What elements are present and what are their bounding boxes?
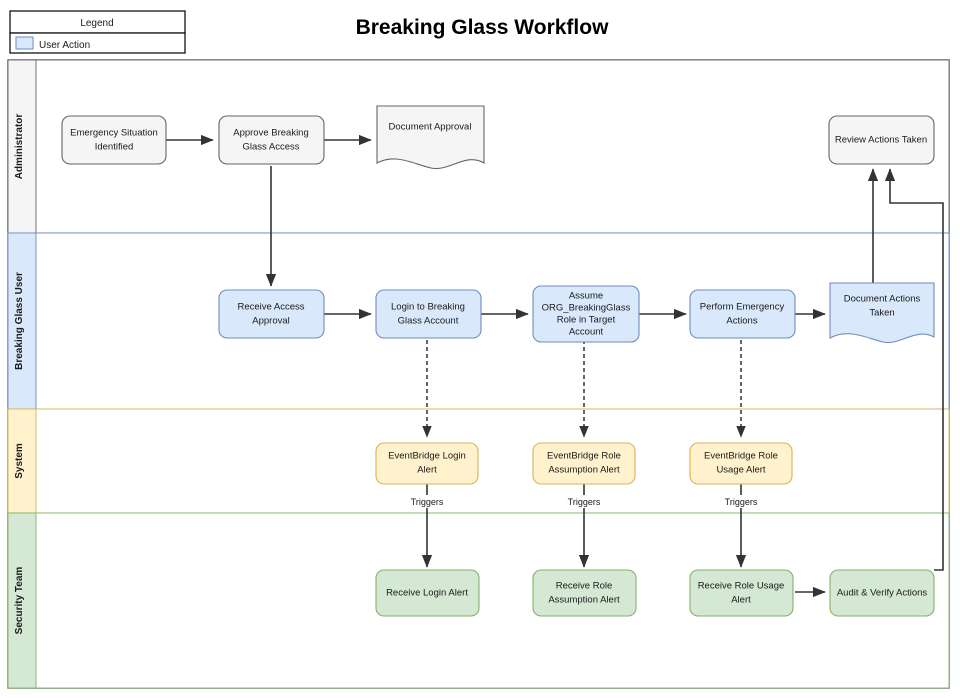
page-title: Breaking Glass Workflow — [356, 16, 610, 39]
node-label-line: Alert — [417, 465, 437, 476]
node-label-line: Approve Breaking — [233, 128, 309, 139]
node-label-line: Assume — [569, 291, 603, 302]
node-label-line: Login to Breaking — [391, 302, 465, 313]
legend-header: Legend — [80, 18, 113, 29]
node-label-line: Account — [569, 327, 604, 338]
node-review-actions-taken[interactable]: Review Actions Taken — [828, 115, 935, 165]
node-label-line: Receive Access — [237, 302, 304, 313]
node-label-line: EventBridge Login — [388, 451, 466, 462]
node-login-to-breaking-glass-account[interactable]: Login to Breaking Glass Account — [375, 289, 482, 339]
node-assume-org-breakingglass-role[interactable]: Assume ORG_BreakingGlass Role in Target … — [532, 285, 640, 343]
node-approve-breaking-glass-access[interactable]: Approve Breaking Glass Access — [218, 115, 325, 165]
node-audit-and-verify-actions[interactable]: Audit & Verify Actions — [829, 569, 935, 617]
node-label-line: Document Approval — [389, 122, 472, 133]
node-receive-login-alert[interactable]: Receive Login Alert — [375, 569, 480, 617]
node-label-line: Usage Alert — [716, 465, 765, 476]
node-receive-access-approval[interactable]: Receive Access Approval — [218, 289, 325, 339]
node-label-line: Alert — [731, 595, 751, 606]
edges: Triggers Triggers Triggers — [166, 134, 944, 598]
node-label-line: Review Actions Taken — [835, 135, 927, 146]
node-perform-emergency-actions[interactable]: Perform Emergency Actions — [689, 289, 796, 339]
legend-label-user-action: User Action — [39, 40, 90, 51]
node-label-line: Receive Login Alert — [386, 588, 468, 599]
node-label-line: Document Actions — [844, 294, 921, 305]
lane-label-system: System — [14, 443, 25, 479]
node-receive-role-usage-alert[interactable]: Receive Role Usage Alert — [689, 569, 794, 617]
edge-label-triggers-2: Triggers — [568, 497, 601, 507]
node-label-line: Assumption Alert — [548, 595, 620, 606]
node-emergency-situation-identified[interactable]: Emergency Situation Identified — [61, 115, 167, 165]
lane-label-administrator: Administrator — [14, 114, 25, 180]
node-document-actions-taken[interactable]: Document Actions Taken — [829, 282, 935, 344]
node-label-line: Actions — [726, 316, 757, 327]
node-document-approval[interactable]: Document Approval — [376, 105, 485, 170]
node-label-line: Taken — [869, 308, 894, 319]
node-label-line: Approval — [252, 316, 290, 327]
node-eventbridge-role-assumption-alert[interactable]: EventBridge Role Assumption Alert — [532, 442, 636, 485]
node-label-line: Receive Role — [556, 581, 613, 592]
node-label-line: EventBridge Role — [547, 451, 621, 462]
node-label-line: Receive Role Usage — [698, 581, 785, 592]
legend-swatch-user-action — [15, 36, 34, 50]
edge-audit-to-review — [884, 168, 944, 571]
lane-label-security-team: Security Team — [14, 567, 25, 635]
node-label-line: Assumption Alert — [548, 465, 620, 476]
node-label-line: Identified — [95, 142, 134, 153]
node-label-line: Audit & Verify Actions — [837, 588, 928, 599]
node-label-line: Glass Access — [242, 142, 299, 153]
node-label-line: Role in Target — [557, 315, 616, 326]
node-eventbridge-login-alert[interactable]: EventBridge Login Alert — [375, 442, 479, 485]
node-label-line: Emergency Situation — [70, 128, 158, 139]
edge-label-triggers-3: Triggers — [725, 497, 758, 507]
legend: Legend User Action — [9, 10, 186, 54]
edge-label-triggers-1: Triggers — [411, 497, 444, 507]
node-label-line: Perform Emergency — [700, 302, 785, 313]
node-label-line: Glass Account — [398, 316, 459, 327]
lane-label-breaking-glass-user: Breaking Glass User — [14, 272, 25, 370]
node-receive-role-assumption-alert[interactable]: Receive Role Assumption Alert — [532, 569, 637, 617]
node-label-line: EventBridge Role — [704, 451, 778, 462]
node-eventbridge-role-usage-alert[interactable]: EventBridge Role Usage Alert — [689, 442, 793, 485]
node-label-line: ORG_BreakingGlass — [542, 303, 631, 314]
